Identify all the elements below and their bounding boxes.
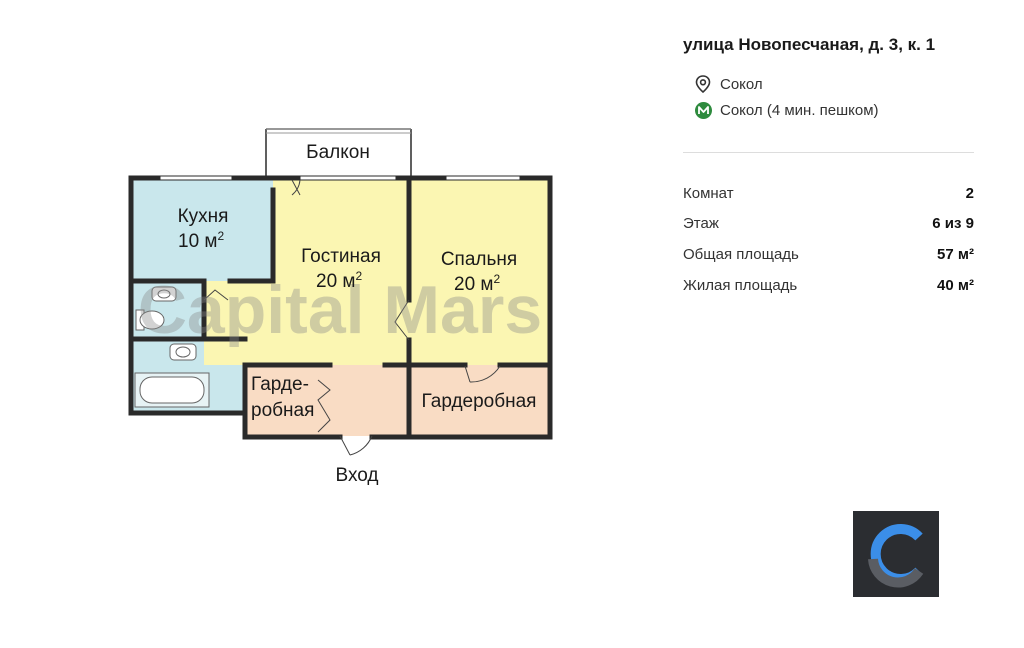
district-row: Сокол [694,75,763,93]
kitchen-area-label: 10 м2 [178,229,224,252]
metro-text: Сокол (4 мин. пешком) [720,101,879,119]
watermark: Capital Mars [138,272,542,348]
doors [203,179,501,456]
wardrobe-large-room [409,365,549,436]
living-name-label: Гостиная [301,246,381,267]
stat-label: Комнат [683,185,734,202]
living-area-label: 20 м2 [316,269,362,292]
toilet-fixture [135,286,177,331]
metro-row: Сокол (4 мин. пешком) [694,101,879,119]
metro-icon [694,101,712,119]
wardrobe-small-label-line1: Гарде- [251,374,309,395]
stat-label: Общая площадь [683,246,799,263]
living-room [273,179,409,365]
stat-value: 2 [965,185,974,202]
entrance-label: Вход [336,465,379,486]
bedroom-room [409,179,549,365]
stat-label: Этаж [683,215,719,232]
walls [128,175,553,440]
balcony-label: Балкон [306,142,370,163]
bedroom-name-label: Спальня [441,249,517,270]
kitchen-name-label: Кухня [178,206,229,227]
windows [159,175,521,181]
stat-living-area: Жилая площадь 40 м² [683,277,974,294]
bathroom-fixtures [134,343,210,408]
stat-floor: Этаж 6 из 9 [683,215,974,232]
stat-label: Жилая площадь [683,277,798,294]
stat-rooms: Комнат 2 [683,185,974,202]
balcony [265,128,412,179]
capital-mars-logo-icon [853,511,939,597]
stat-value: 57 м² [937,246,974,263]
kitchen-room [132,179,273,281]
info-divider [683,152,974,153]
district-text: Сокол [720,75,763,93]
stat-value: 6 из 9 [932,215,974,232]
wardrobe-small-room [246,365,409,436]
wardrobe-large-label: Гардеробная [422,391,537,412]
floor-plan: Capital Mars Балкон Кухня 10 м2 Гостиная… [128,128,553,486]
stat-total-area: Общая площадь 57 м² [683,246,974,263]
location-pin-icon [694,75,712,93]
address-title: улица Новопесчаная, д. 3, к. 1 [683,35,936,54]
wardrobe-small-label-line2: робная [251,400,314,421]
stat-value: 40 м² [937,277,974,294]
bedroom-area-label: 20 м2 [454,272,500,295]
